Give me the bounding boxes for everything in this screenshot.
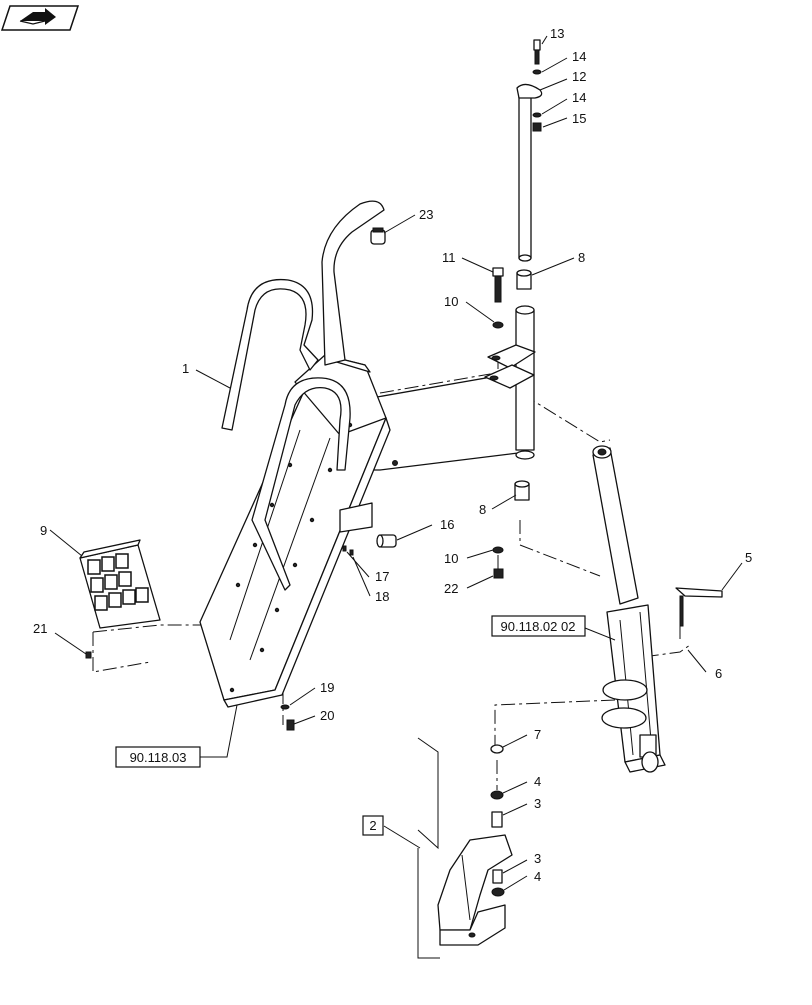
bracket-leader-2 (417, 848, 440, 959)
washer-7 (490, 744, 504, 754)
callout-9: 9 (40, 523, 47, 538)
callout-12: 12 (572, 69, 586, 84)
bracket-leader (417, 737, 439, 850)
callout-8b: 8 (479, 502, 486, 517)
callout-4b: 4 (534, 869, 541, 884)
washer-10b (492, 546, 504, 554)
ladder-frame (199, 354, 527, 708)
callout-1: 1 (182, 361, 189, 376)
callout-10b: 10 (444, 551, 458, 566)
callout-10a: 10 (444, 294, 458, 309)
arm-channel (601, 604, 666, 773)
callout-13: 13 (550, 26, 564, 41)
washer-10a (492, 321, 504, 329)
screw-20 (286, 719, 295, 731)
handrail (221, 200, 385, 431)
mount-bracket (437, 834, 513, 946)
ref-center-text: 90.118.02 02 (501, 619, 576, 634)
callout-23: 23 (419, 207, 433, 222)
ref-box-left[interactable]: 90.118.03 (115, 746, 201, 768)
swing-arm (592, 445, 639, 605)
bumper-16 (376, 534, 397, 548)
callout-6: 6 (715, 666, 722, 681)
long-pin (516, 83, 543, 262)
bushing-upper (516, 269, 532, 290)
fastener-stack-top (532, 39, 542, 132)
screw-21 (85, 651, 92, 659)
spacer-3b (492, 869, 503, 884)
nut-4b (491, 887, 505, 897)
step-pad (79, 539, 161, 629)
inner-handrail (251, 377, 351, 591)
callout-21: 21 (33, 621, 47, 636)
ref-box-center[interactable]: 90.118.02 02 (491, 615, 586, 637)
callout-4a: 4 (534, 774, 541, 789)
callout-2-line (383, 825, 421, 849)
bushing-lower (514, 480, 530, 501)
bolt-11 (492, 267, 504, 303)
screws-17-18 (342, 545, 354, 556)
callout-14a: 14 (572, 49, 586, 64)
leader-lines (49, 35, 743, 891)
handle-cap (370, 227, 386, 245)
callout-16: 16 (440, 517, 454, 532)
callout-3a: 3 (534, 796, 541, 811)
nut-4a (490, 790, 504, 800)
ref-left-text: 90.118.03 (130, 750, 187, 765)
callout-box-2[interactable]: 2 (362, 815, 384, 836)
washer-19 (280, 704, 290, 710)
callout-17: 17 (375, 569, 389, 584)
spacer-3a (491, 811, 503, 828)
latch-5 (675, 587, 723, 627)
callout-labels: 13 14 12 14 15 23 11 10 8 1 8 9 16 17 18… (33, 26, 752, 884)
callout-22: 22 (444, 581, 458, 596)
callout-20: 20 (320, 708, 334, 723)
pivot-post (484, 305, 536, 460)
callout-2: 2 (369, 818, 376, 833)
callout-19: 19 (320, 680, 334, 695)
book-arrow-icon[interactable] (0, 5, 80, 31)
callout-11: 11 (442, 250, 456, 265)
callout-15: 15 (572, 111, 586, 126)
nut-22 (493, 568, 504, 579)
callout-7: 7 (534, 727, 541, 742)
callout-3b: 3 (534, 851, 541, 866)
callout-18: 18 (375, 589, 389, 604)
callout-8a: 8 (578, 250, 585, 265)
callout-5: 5 (745, 550, 752, 565)
callout-14b: 14 (572, 90, 586, 105)
